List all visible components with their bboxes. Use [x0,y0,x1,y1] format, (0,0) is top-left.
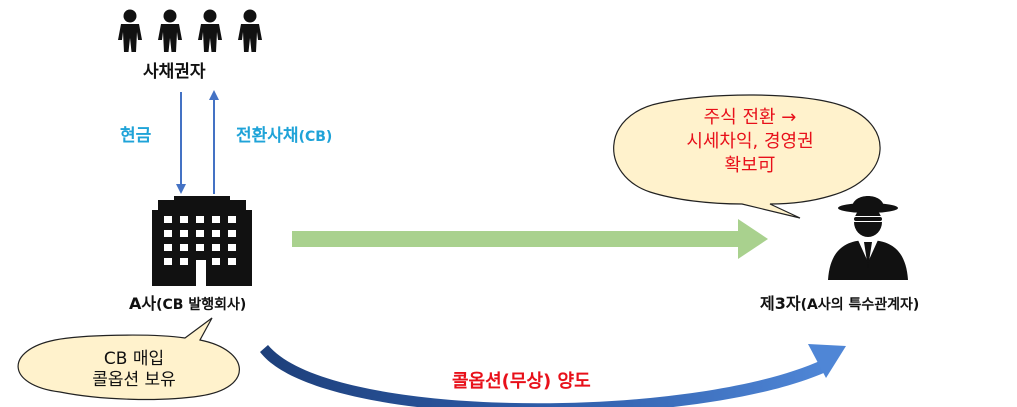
cash-flow-arrow [176,92,186,194]
company-a-name: A사 [129,294,157,313]
transfer-label: 콜옵션(무상) 양도 [452,371,591,392]
left-bubble-line-1: CB 매입 [103,349,165,369]
right-bubble-text: 주식 전환 → 시세차익, 경영권 확보可 [640,106,860,178]
spy-person-icon [828,196,908,280]
company-a-subtitle: (CB 발행회사) [156,297,247,313]
building-icon [152,196,252,286]
right-bubble-line-2: 시세차익, 경영권 [686,131,814,152]
left-bubble-line-2: 콜옵션 보유 [92,370,176,390]
right-bubble-line-3: 확보可 [724,155,776,176]
third-party-label: 제3자(A사의 특수관계자) [760,294,920,313]
cb-label-text: 전환사채 [236,126,299,146]
cb-label-suffix: (CB) [298,129,333,145]
bondholders-label: 사채권자 [143,62,206,82]
cash-label: 현금 [120,126,152,146]
people-group-icon [118,9,262,52]
third-party-name: 제3자 [760,294,801,313]
cb-label: 전환사채(CB) [236,128,332,145]
left-speech-bubble [17,317,240,401]
green-transfer-arrow [292,219,768,259]
right-speech-bubble [613,94,881,219]
third-party-subtitle: (A사의 특수관계자) [800,297,920,313]
left-bubble-text: CB 매입 콜옵션 보유 [44,349,224,391]
right-bubble-line-1: 주식 전환 → [703,107,797,128]
company-a-label: A사(CB 발행회사) [129,294,247,313]
call-option-curve-arrow [260,344,846,407]
cb-flow-arrow [209,90,219,194]
